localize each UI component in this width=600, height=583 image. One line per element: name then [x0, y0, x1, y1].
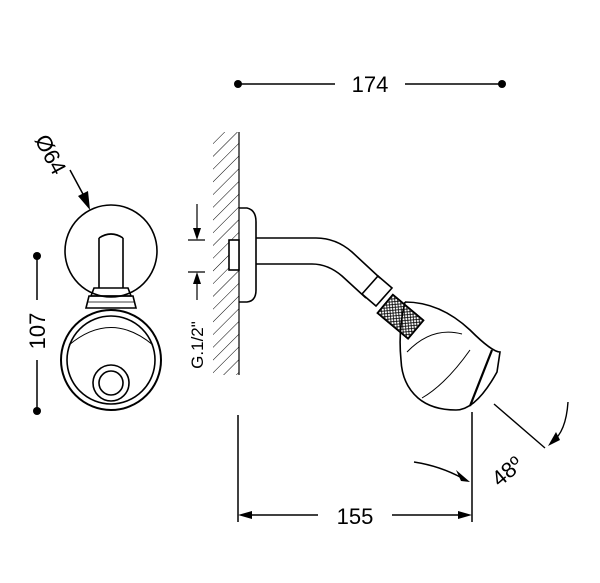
front-head-inner	[98, 370, 124, 396]
front-arm	[98, 238, 124, 288]
wall-to-head-label: 155	[337, 504, 374, 529]
overall-length-label: 174	[352, 72, 389, 97]
thread-label: G.1/2"	[188, 321, 207, 369]
side-flange	[239, 207, 257, 303]
height-label: 107	[25, 313, 50, 350]
height-dimension: 107	[25, 252, 50, 415]
front-view	[60, 204, 162, 411]
side-nut	[360, 274, 394, 308]
side-view	[228, 207, 501, 411]
front-head-inner-outer	[92, 364, 130, 402]
thread-dimension: G.1/2"	[188, 204, 207, 369]
side-arm	[256, 237, 381, 279]
side-head-body	[399, 301, 501, 411]
diameter-label: Ø64	[30, 130, 72, 178]
front-flange-circle	[64, 204, 158, 298]
diameter-leader: Ø64	[30, 130, 90, 210]
front-head-ring	[66, 315, 156, 405]
wall-to-head-dimension: 155	[237, 412, 473, 529]
front-head-outer	[60, 309, 162, 411]
tilt-angle-label: 48º	[487, 451, 528, 491]
tilt-angle-dimension: 48º	[413, 401, 569, 491]
overall-length-dimension: 174	[234, 72, 506, 97]
